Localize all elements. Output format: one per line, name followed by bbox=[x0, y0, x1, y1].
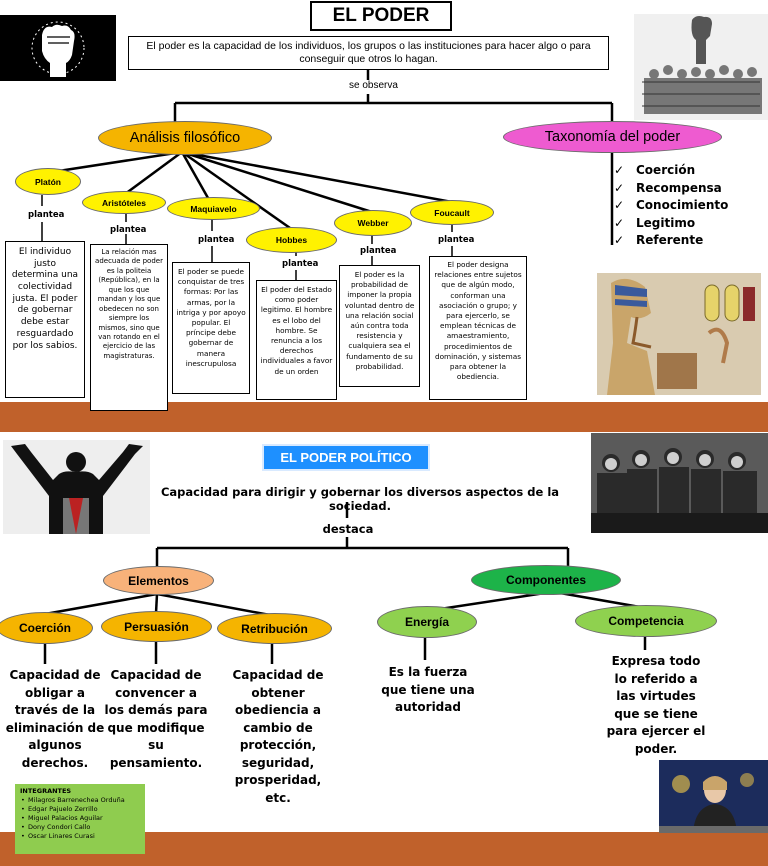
checkmark-icon: ✓ bbox=[614, 163, 625, 177]
egyptian-pharaoh-image bbox=[597, 273, 761, 395]
member-item: Oscar Linares Curasi bbox=[20, 832, 140, 841]
philosopher-foucault: Foucault bbox=[410, 200, 494, 225]
aristotle-description: La relación mas adecuada de poder es la … bbox=[90, 244, 168, 411]
plantea-label: plantea bbox=[198, 235, 235, 245]
competence-description: Expresa todo lo referido a las virtudes … bbox=[606, 654, 706, 756]
philosopher-aristotle: Aristóteles bbox=[82, 191, 166, 214]
taxonomy-item: ✓Referente bbox=[614, 232, 728, 250]
energy-description: Es la fuerza que tiene una autoridad bbox=[381, 665, 475, 714]
retribution-description: Capacidad de obtener obediencia a cambio… bbox=[232, 668, 324, 805]
plato-description: El individuo justo determina una colecti… bbox=[5, 241, 85, 398]
elements-node: Elementos bbox=[103, 566, 214, 595]
checkmark-icon: ✓ bbox=[614, 215, 625, 230]
team-members-box: INTEGRANTES Milagros Barrenechea Orduña … bbox=[15, 784, 145, 854]
observe-label: se observa bbox=[349, 80, 398, 91]
taxonomy-item: ✓Conocimiento bbox=[614, 197, 728, 215]
coercion-node: Coerción bbox=[0, 612, 93, 644]
machiavelli-description: El poder se puede conquistar de tres for… bbox=[172, 262, 250, 394]
hobbes-description: El poder del Estado como poder legitimo.… bbox=[256, 280, 337, 400]
persuasion-node: Persuasión bbox=[101, 611, 212, 642]
member-item: Milagros Barrenechea Orduña bbox=[20, 796, 140, 805]
retribution-node: Retribución bbox=[217, 613, 332, 644]
member-item: Edgar Pajuelo Zerrillo bbox=[20, 805, 140, 814]
plantea-label: plantea bbox=[28, 210, 65, 220]
chancellor-photo bbox=[659, 760, 768, 833]
power-definition: El poder es la capacidad de los individu… bbox=[128, 36, 609, 70]
taxonomy-item: ✓Recompensa bbox=[614, 180, 728, 198]
philosophical-analysis-node: Análisis filosófico bbox=[98, 121, 272, 155]
political-power-definition: Capacidad para dirigir y gobernar los di… bbox=[160, 485, 560, 513]
member-item: Miguel Palacios Aguilar bbox=[20, 814, 140, 823]
crowd-fist-icon bbox=[634, 14, 768, 120]
power-taxonomy-node: Taxonomía del poder bbox=[503, 121, 722, 153]
taxonomy-item: ✓Coerción bbox=[614, 162, 728, 180]
weber-description: El poder es la probabilidad de imponer l… bbox=[339, 265, 420, 387]
components-node: Componentes bbox=[471, 565, 621, 595]
orator-silhouette-icon bbox=[3, 440, 150, 534]
checkmark-icon: ✓ bbox=[614, 180, 625, 195]
checkmark-icon: ✓ bbox=[614, 233, 625, 248]
plantea-label: plantea bbox=[282, 259, 319, 269]
philosopher-plato: Platón bbox=[15, 168, 81, 195]
philosopher-weber: Webber bbox=[334, 210, 412, 236]
philosopher-hobbes: Hobbes bbox=[246, 227, 337, 253]
plantea-label: plantea bbox=[438, 235, 475, 245]
taxonomy-item: ✓Legitimo bbox=[614, 215, 728, 233]
coercion-description: Capacidad de obligar a través de la elim… bbox=[5, 668, 105, 770]
destaca-label: destaca bbox=[322, 522, 374, 536]
political-power-title: EL PODER POLÍTICO bbox=[262, 444, 430, 471]
raised-fist-icon bbox=[0, 15, 116, 81]
philosopher-machiavelli: Maquiavelo bbox=[167, 197, 260, 220]
members-title: INTEGRANTES bbox=[20, 787, 72, 795]
plantea-label: plantea bbox=[110, 225, 147, 235]
competence-node: Competencia bbox=[575, 605, 717, 637]
checkmark-icon: ✓ bbox=[614, 198, 625, 213]
energy-node: Energía bbox=[377, 606, 477, 638]
page-title: EL PODER bbox=[310, 1, 452, 31]
member-item: Dony Condori Callo bbox=[20, 823, 140, 832]
plantea-label: plantea bbox=[360, 246, 397, 256]
foucault-description: El poder designa relaciones entre sujeto… bbox=[429, 256, 527, 400]
military-junta-photo bbox=[591, 433, 768, 533]
persuasion-description: Capacidad de convencer a los demás para … bbox=[104, 668, 208, 770]
taxonomy-list: ✓Coerción ✓Recompensa ✓Conocimiento ✓Leg… bbox=[614, 162, 728, 250]
